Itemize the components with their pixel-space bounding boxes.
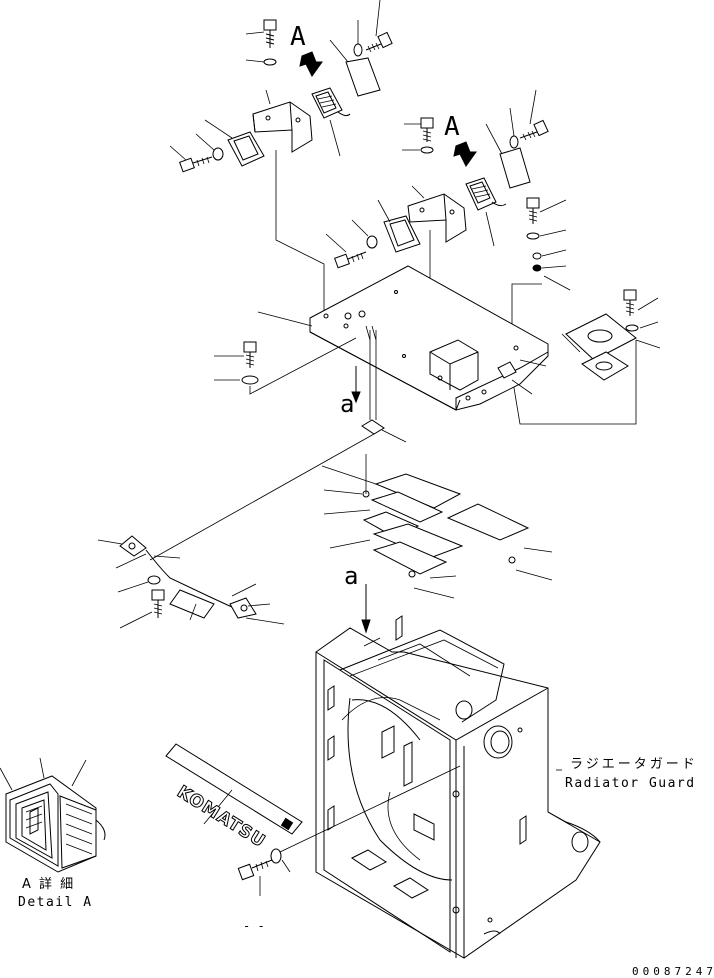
- bolt-icon: [243, 341, 257, 368]
- washer-icon: [263, 58, 277, 66]
- work-lamp-icon: [311, 87, 351, 119]
- fastener-left-frame: [214, 337, 357, 395]
- lamp-bracket: [252, 101, 313, 153]
- mounting-frame-plate: [257, 265, 549, 411]
- fastener-bottom: [237, 765, 461, 896]
- view-arrow-icon: [299, 51, 323, 77]
- fastener-stack-right: [511, 197, 661, 425]
- bolt-icon: [263, 19, 277, 48]
- work-lamp-assembly-right: [325, 89, 549, 380]
- bolt-icon: [151, 589, 165, 618]
- work-lamp-assembly-left: [169, 0, 393, 314]
- washer-icon: [241, 375, 259, 385]
- work-lamp-icon: [465, 177, 507, 211]
- part-name-jp: ラジエータガード: [570, 757, 698, 772]
- section-callout-a-upper: a: [340, 390, 355, 418]
- cover-plate: [345, 57, 381, 97]
- view-arrow-icon: [453, 141, 477, 167]
- rubber-mats: [321, 419, 553, 599]
- washer-icon: [420, 146, 434, 154]
- section-arrow-upper: [351, 330, 377, 420]
- washer-icon: [270, 848, 282, 864]
- dash-marks: - -: [243, 919, 265, 933]
- bolt-icon: [623, 289, 637, 316]
- section-arrow-lower: [361, 584, 371, 634]
- komatsu-nameplate: [165, 743, 303, 835]
- bolt-icon: [519, 119, 549, 141]
- detail-label-jp: A 詳 細: [22, 877, 76, 892]
- view-callout-a-left: A: [290, 22, 306, 52]
- detail-label-en: Detail A: [18, 895, 93, 910]
- bolt-icon: [334, 251, 367, 269]
- cover-plate-with-hole: [565, 313, 637, 381]
- gasket-icon: [383, 215, 421, 253]
- lamp-bracket: [407, 193, 467, 243]
- cover-plate: [499, 147, 531, 189]
- nut-icon: [532, 264, 542, 272]
- bolt-icon: [237, 859, 273, 881]
- washer-icon: [625, 324, 639, 332]
- view-callout-a-right: A: [444, 112, 460, 142]
- bolt-icon: [526, 197, 540, 224]
- bolt-icon: [179, 156, 213, 173]
- bolt-icon: [365, 31, 393, 53]
- bolt-icon: [420, 117, 434, 142]
- part-name-en: Radiator Guard: [565, 776, 696, 791]
- drawing-number: 00087247: [632, 965, 714, 978]
- wiring-harness: [97, 433, 375, 629]
- section-callout-a-lower: a: [344, 562, 359, 590]
- gasket-icon: [227, 131, 265, 167]
- radiator-guard: [315, 615, 601, 959]
- washer-icon: [532, 252, 542, 260]
- washer-icon: [526, 232, 540, 240]
- detail-a-lamp-closeup: [0, 757, 106, 873]
